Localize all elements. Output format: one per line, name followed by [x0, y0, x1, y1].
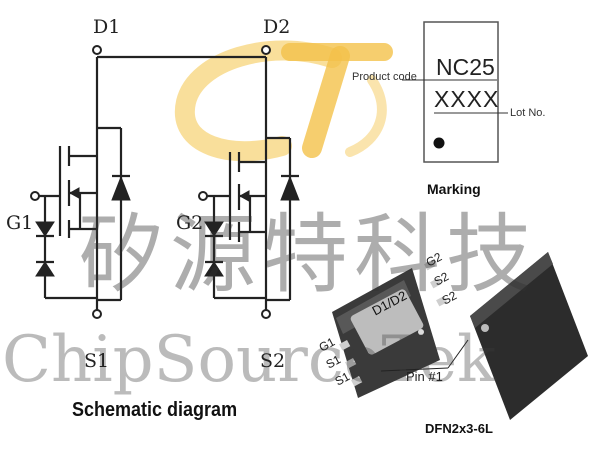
node-label-g1: G1	[6, 212, 34, 234]
node-label-s2: S2	[260, 350, 286, 372]
schematic-title: Schematic diagram	[72, 399, 238, 421]
watermark-chinese: 矽源特科技	[78, 205, 538, 305]
marking-caption: Marking	[427, 181, 481, 197]
package-name: DFN2x3-6L	[425, 421, 493, 436]
pin1-label: Pin #1	[406, 369, 443, 384]
watermark-english: ChipSourceTek	[2, 323, 496, 397]
lot-value: XXXX	[434, 86, 500, 112]
node-label-d1: D1	[93, 16, 121, 38]
node-label-s1: S1	[84, 350, 110, 372]
lot-no-label: Lot No.	[510, 107, 546, 119]
node-label-d2: D2	[263, 16, 291, 38]
product-code-label: Product code	[352, 71, 417, 83]
product-code-value: NC25	[436, 54, 495, 80]
node-label-g2: G2	[176, 212, 204, 234]
